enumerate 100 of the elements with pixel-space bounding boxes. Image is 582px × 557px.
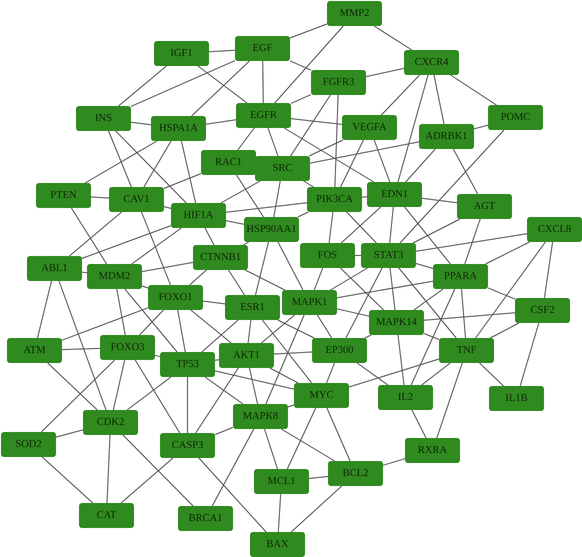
interaction-line xyxy=(208,50,236,52)
interaction-line xyxy=(248,368,258,404)
interaction-line xyxy=(400,130,504,244)
interaction-line xyxy=(226,220,244,225)
protein-node: POMC xyxy=(488,105,543,130)
interaction-line xyxy=(274,26,344,104)
interaction-line xyxy=(389,206,394,244)
interaction-line xyxy=(345,268,383,338)
interaction-line xyxy=(416,233,528,252)
interaction-line xyxy=(244,270,286,290)
interaction-line xyxy=(269,368,299,384)
interaction-line xyxy=(336,280,434,298)
protein-node: MDM2 xyxy=(87,264,142,289)
interaction-line xyxy=(452,148,478,194)
interaction-line xyxy=(190,310,232,344)
interaction-line xyxy=(214,359,220,361)
protein-node: CTNNB1 xyxy=(193,245,248,270)
interaction-line xyxy=(226,202,308,213)
protein-node: BAX xyxy=(250,532,305,557)
interaction-line xyxy=(382,458,406,466)
interaction-line xyxy=(334,94,339,188)
interaction-line xyxy=(411,410,427,438)
interaction-line xyxy=(82,272,88,274)
protein-node: IGF1 xyxy=(154,41,209,66)
interaction-line xyxy=(154,354,160,358)
protein-node: VEGFA xyxy=(342,115,397,140)
protein-node: FOXO1 xyxy=(148,285,203,310)
protein-node: HSPA1A xyxy=(151,116,206,141)
protein-node: PPARA xyxy=(433,264,488,289)
protein-node: MYC xyxy=(294,383,349,408)
protein-node: CAV1 xyxy=(109,187,164,212)
interaction-line xyxy=(139,310,164,336)
interaction-line xyxy=(204,228,214,246)
interaction-line xyxy=(310,141,420,164)
interaction-line xyxy=(108,130,132,188)
protein-node: BCL2 xyxy=(328,461,383,486)
protein-node: ADRBK1 xyxy=(419,124,474,149)
protein-node: STAT3 xyxy=(361,243,416,268)
interaction-line xyxy=(255,242,269,296)
interaction-line xyxy=(116,288,126,336)
interaction-line xyxy=(290,94,331,156)
interaction-line xyxy=(362,196,368,198)
protein-node: AKT1 xyxy=(219,343,274,368)
interaction-line xyxy=(62,348,100,350)
interaction-line xyxy=(277,320,315,338)
interaction-line xyxy=(479,362,504,386)
interaction-line xyxy=(340,206,382,244)
interaction-line xyxy=(115,130,187,204)
interaction-line xyxy=(424,312,516,321)
interaction-line xyxy=(297,212,309,218)
interaction-line xyxy=(398,334,404,386)
protein-node: EGF xyxy=(235,36,290,61)
protein-node: INS xyxy=(76,106,131,131)
interaction-line xyxy=(260,314,296,344)
interaction-line xyxy=(308,476,328,479)
interaction-line xyxy=(42,456,94,504)
interaction-line xyxy=(278,242,304,290)
interaction-line xyxy=(264,428,278,470)
interaction-line xyxy=(141,212,171,286)
interaction-line xyxy=(284,128,374,182)
protein-node: CXCL8 xyxy=(527,217,582,242)
interaction-line xyxy=(130,60,236,107)
interaction-line xyxy=(380,74,420,116)
protein-node: AGT xyxy=(457,194,512,219)
interaction-line xyxy=(70,208,108,264)
interaction-line xyxy=(336,308,370,317)
protein-node: FGFR3 xyxy=(311,70,366,95)
interaction-line xyxy=(198,66,248,104)
interaction-line xyxy=(308,140,344,156)
interaction-line xyxy=(290,486,342,532)
protein-node: ABL1 xyxy=(27,256,82,281)
protein-node: BRCA1 xyxy=(178,506,233,531)
interaction-line xyxy=(374,26,412,50)
interaction-line xyxy=(316,314,332,338)
protein-node: CAT xyxy=(79,503,134,528)
protein-node: MAPK1 xyxy=(282,290,337,315)
interaction-line xyxy=(424,333,440,340)
protein-node: SRC xyxy=(255,156,310,181)
interaction-line xyxy=(366,68,404,78)
interaction-line xyxy=(134,360,180,434)
protein-node: CSF2 xyxy=(515,298,570,323)
protein-node: HSP90AA1 xyxy=(244,217,299,242)
protein-node: ATM xyxy=(7,338,62,363)
interaction-line xyxy=(164,206,172,209)
interaction-line xyxy=(374,140,390,182)
protein-node: RXRA xyxy=(405,438,460,463)
interaction-line xyxy=(180,140,196,204)
interaction-line xyxy=(356,362,388,386)
interaction-line xyxy=(326,362,335,384)
interaction-line xyxy=(142,262,194,272)
interaction-line xyxy=(280,428,336,462)
interaction-line xyxy=(198,458,267,532)
interaction-line xyxy=(265,314,305,404)
interaction-line xyxy=(214,370,294,390)
interaction-line xyxy=(475,242,546,338)
interaction-line xyxy=(330,268,368,290)
interaction-line xyxy=(398,74,428,182)
interaction-line xyxy=(56,429,84,438)
interaction-line xyxy=(130,122,152,126)
interaction-line xyxy=(405,148,436,182)
